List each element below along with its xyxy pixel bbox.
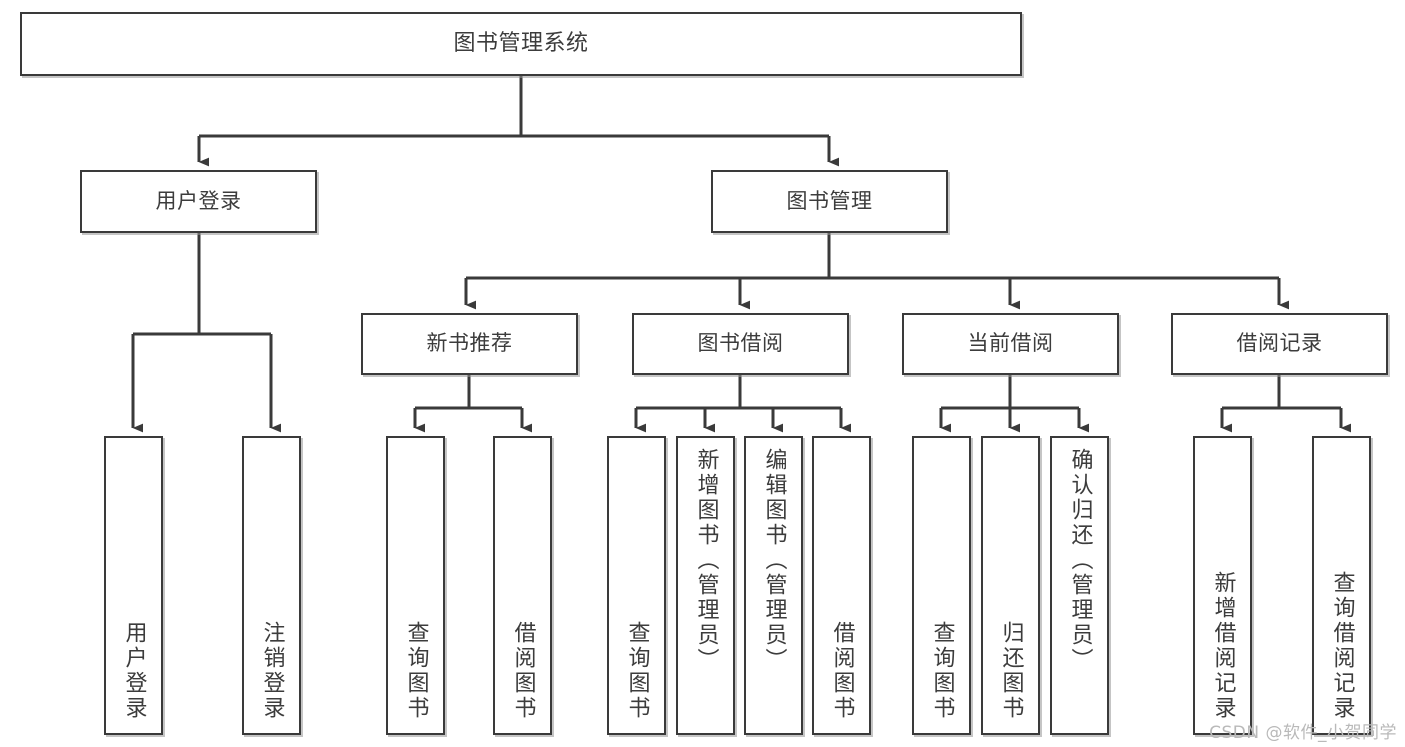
leaf-add-book-admin[interactable]: 新增图书（管理员）	[676, 436, 735, 735]
csdn-watermark: CSDN @软件_小贺同学	[1209, 723, 1397, 743]
node-label: 新增借阅记录	[1210, 571, 1236, 721]
node-label: 用户登录	[121, 621, 147, 721]
leaf-query-borrow-record[interactable]: 查询借阅记录	[1312, 436, 1371, 735]
leaf-query-book-borrow[interactable]: 查询图书	[607, 436, 666, 735]
node-label: 注销登录	[259, 621, 285, 721]
node-current-borrow[interactable]: 当前借阅	[902, 313, 1119, 375]
node-user-login[interactable]: 用户登录	[80, 170, 317, 233]
node-label: 图书借阅	[697, 331, 784, 356]
leaf-query-book-recommend[interactable]: 查询图书	[386, 436, 445, 735]
leaf-borrow-book[interactable]: 借阅图书	[812, 436, 871, 735]
node-label: 当前借阅	[967, 331, 1054, 356]
leaf-query-book-current[interactable]: 查询图书	[912, 436, 971, 735]
node-new-book-recommend[interactable]: 新书推荐	[361, 313, 578, 375]
node-label: 查询图书	[403, 621, 429, 721]
node-label: 图书管理系统	[453, 30, 589, 56]
node-borrow-record[interactable]: 借阅记录	[1171, 313, 1388, 375]
leaf-confirm-return-admin[interactable]: 确认归还（管理员）	[1050, 436, 1109, 735]
node-label: 新增图书（管理员）	[693, 448, 719, 673]
leaf-user-login[interactable]: 用户登录	[104, 436, 163, 735]
node-label: 查询图书	[929, 621, 955, 721]
node-label: 借阅图书	[829, 621, 855, 721]
node-label: 查询图书	[624, 621, 650, 721]
node-book-borrow[interactable]: 图书借阅	[632, 313, 849, 375]
leaf-return-book[interactable]: 归还图书	[981, 436, 1040, 735]
node-label: 确认归还（管理员）	[1067, 448, 1093, 673]
node-book-management[interactable]: 图书管理	[711, 170, 948, 233]
node-root-book-management-system[interactable]: 图书管理系统	[20, 12, 1022, 76]
leaf-user-logout[interactable]: 注销登录	[242, 436, 301, 735]
leaf-edit-book-admin[interactable]: 编辑图书（管理员）	[744, 436, 803, 735]
node-label: 归还图书	[998, 621, 1024, 721]
node-label: 编辑图书（管理员）	[761, 448, 787, 673]
leaf-add-borrow-record[interactable]: 新增借阅记录	[1193, 436, 1252, 735]
node-label: 用户登录	[155, 188, 242, 213]
node-label: 查询借阅记录	[1329, 571, 1355, 721]
leaf-borrow-book-recommend[interactable]: 借阅图书	[493, 436, 552, 735]
node-label: 借阅记录	[1236, 331, 1323, 356]
node-label: 图书管理	[786, 188, 873, 213]
node-label: 新书推荐	[426, 331, 513, 356]
node-label: 借阅图书	[510, 621, 536, 721]
